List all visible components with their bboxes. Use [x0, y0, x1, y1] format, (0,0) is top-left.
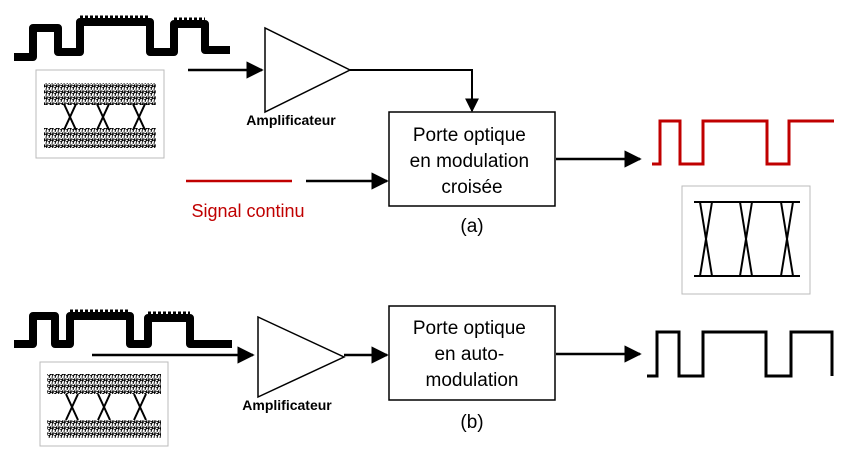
section-b: Amplificateur Porte optique en auto- mod… — [14, 305, 834, 447]
gate-box-b — [388, 305, 556, 401]
eye-diagram-output-a — [681, 185, 811, 295]
output-signal-red — [652, 119, 834, 166]
eye-diagram-input-b — [39, 361, 169, 447]
section-a: Amplificateur Signal continu Porte optiq… — [14, 15, 834, 295]
amplifier-label-a: Amplificateur — [246, 112, 336, 128]
gate-box-a — [388, 111, 556, 207]
continuous-signal-label: Signal continu — [191, 201, 304, 221]
gate-label-b-line-3: modulation — [426, 370, 519, 391]
gate-label-b-line-2: en auto- — [434, 344, 504, 365]
caption-a: (a) — [460, 216, 483, 237]
eye-diagram-input-a — [35, 69, 165, 159]
noisy-input-signal-a — [14, 15, 230, 61]
gate-label-a-line-2: en modulation — [410, 151, 529, 172]
gate-label-a-line-1: Porte optique — [413, 125, 526, 146]
output-signal-black — [647, 330, 834, 378]
amplifier-triangle-b — [257, 315, 346, 399]
amplifier-label-b: Amplificateur — [242, 397, 332, 413]
gate-label-b: Porte optique en auto- modulation — [413, 318, 531, 391]
caption-b: (b) — [460, 412, 483, 433]
gate-label-a: Porte optique en modulation croisée — [410, 125, 535, 198]
gate-label-a-line-3: croisée — [441, 177, 502, 198]
noisy-input-signal-b — [14, 309, 232, 348]
arrow-amplifier-to-gate-a — [350, 69, 479, 113]
amplifier-triangle-a — [264, 26, 352, 114]
gate-label-b-line-1: Porte optique — [413, 318, 526, 339]
